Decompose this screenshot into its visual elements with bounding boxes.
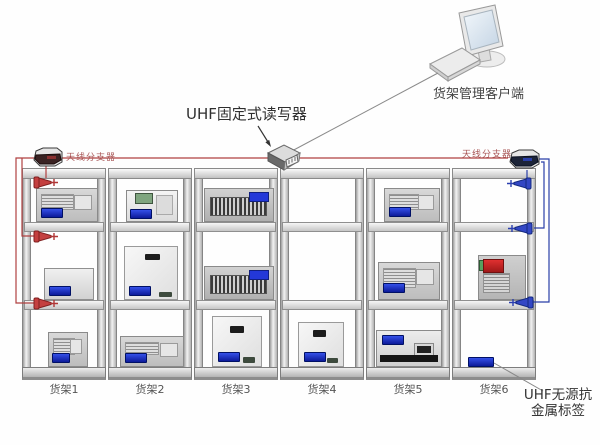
metal-tag-label-line1: UHF无源抗 (523, 387, 593, 403)
metal-tag (382, 335, 404, 345)
client-cable (289, 72, 439, 153)
rack-shelf (196, 300, 276, 310)
rack-label-5: 货架5 (393, 383, 423, 396)
equipment-slotted-server (204, 266, 274, 300)
equipment-white-cabinet (298, 322, 344, 367)
metal-tag (125, 353, 147, 363)
reader-label: UHF固定式读写器 (186, 105, 307, 123)
rack-post (452, 168, 461, 380)
rack-base (108, 367, 192, 380)
metal-tag-label-line2: 金属标签 (531, 403, 585, 419)
rack-shelf (24, 222, 104, 232)
green-screen (135, 193, 153, 204)
rack-top-beam (280, 168, 364, 179)
equipment-striped-server (36, 188, 98, 222)
rack-post (527, 168, 536, 380)
cabinet-slot (145, 254, 160, 260)
rack-top-beam (108, 168, 192, 179)
metal-tag (389, 207, 411, 217)
rack-shelf (454, 222, 534, 232)
antenna-splitter-right-icon (509, 149, 540, 169)
rack-post (183, 168, 192, 380)
metal-tag (49, 286, 71, 296)
rack-post (108, 168, 117, 380)
cabinet-foot (327, 358, 338, 363)
rack-post (97, 168, 106, 380)
equipment-striped-server (378, 262, 440, 300)
rack-2 (108, 168, 192, 380)
rack-shelf (368, 222, 448, 232)
equipment-white-cabinet (212, 316, 262, 367)
rack-shelf (368, 300, 448, 310)
equipment-striped-server (384, 188, 440, 222)
rack-shelf (196, 222, 276, 232)
cabinet-slot (230, 326, 244, 333)
vent-slot (380, 355, 438, 362)
rack-post (22, 168, 31, 380)
rack-top-beam (22, 168, 106, 179)
metal-tag (130, 209, 152, 219)
small-display (414, 343, 434, 356)
desktop-computer-icon (429, 4, 506, 82)
equipment-instrument (126, 190, 178, 222)
equipment-red-panel-unit (478, 255, 526, 300)
metal-tag-label: UHF无源抗 金属标签 (512, 387, 600, 419)
rack-shelf (110, 222, 190, 232)
rack-shelf (24, 300, 104, 310)
rack-post (355, 168, 364, 380)
rack-4 (280, 168, 364, 380)
cabinet-foot (243, 357, 255, 363)
rack-top-beam (194, 168, 278, 179)
antenna-splitter-left-icon (33, 147, 63, 167)
metal-tag (249, 192, 269, 202)
rack-post (280, 168, 289, 380)
splitter-label-right: 天线分支器 (462, 150, 513, 160)
client-label: 货架管理客户端 (433, 87, 525, 102)
uhf-reader-icon (266, 144, 302, 171)
rack-base (452, 367, 536, 380)
rack-base (194, 367, 278, 380)
rack-label-3: 货架3 (221, 383, 251, 396)
equipment-display-unit (376, 330, 442, 367)
rack-post (366, 168, 375, 380)
rack-label-1: 货架1 (49, 383, 79, 396)
rack-post (194, 168, 203, 380)
metal-tag (468, 357, 494, 367)
metal-tag (129, 286, 151, 296)
rack-label-4: 货架4 (307, 383, 337, 396)
rack-top-beam (366, 168, 450, 179)
equipment-white-cabinet (124, 246, 178, 300)
equipment-small-striped-unit (48, 332, 88, 367)
rack-shelf (282, 300, 362, 310)
red-panel (483, 259, 504, 273)
rack-3 (194, 168, 278, 380)
rack-6 (452, 168, 536, 380)
rack-post (441, 168, 450, 380)
metal-tag (249, 270, 269, 280)
rack-top-beam (452, 168, 536, 179)
reader-label-arrow (257, 125, 271, 147)
rack-1 (22, 168, 106, 380)
green-display (74, 199, 88, 209)
rack-shelf (282, 222, 362, 232)
metal-tag (383, 283, 405, 293)
equipment-slotted-server (204, 188, 274, 222)
cabinet-slot (313, 330, 326, 337)
rack-label-2: 货架2 (135, 383, 165, 396)
equipment-striped-server (120, 336, 184, 367)
equipment-plain-box (44, 268, 94, 300)
metal-tag (218, 352, 240, 362)
rack-base (280, 367, 364, 380)
metal-tag (52, 353, 70, 363)
splitter-label-left: 天线分支器 (66, 153, 117, 163)
rack-shelf (454, 300, 534, 310)
metal-tag (304, 352, 326, 362)
rack-base (366, 367, 450, 380)
metal-tag (41, 208, 63, 218)
rack-base (22, 367, 106, 380)
rack-5 (366, 168, 450, 380)
cabinet-foot (159, 292, 172, 297)
rack-shelf (110, 300, 190, 310)
keyboard-icon (429, 47, 481, 78)
